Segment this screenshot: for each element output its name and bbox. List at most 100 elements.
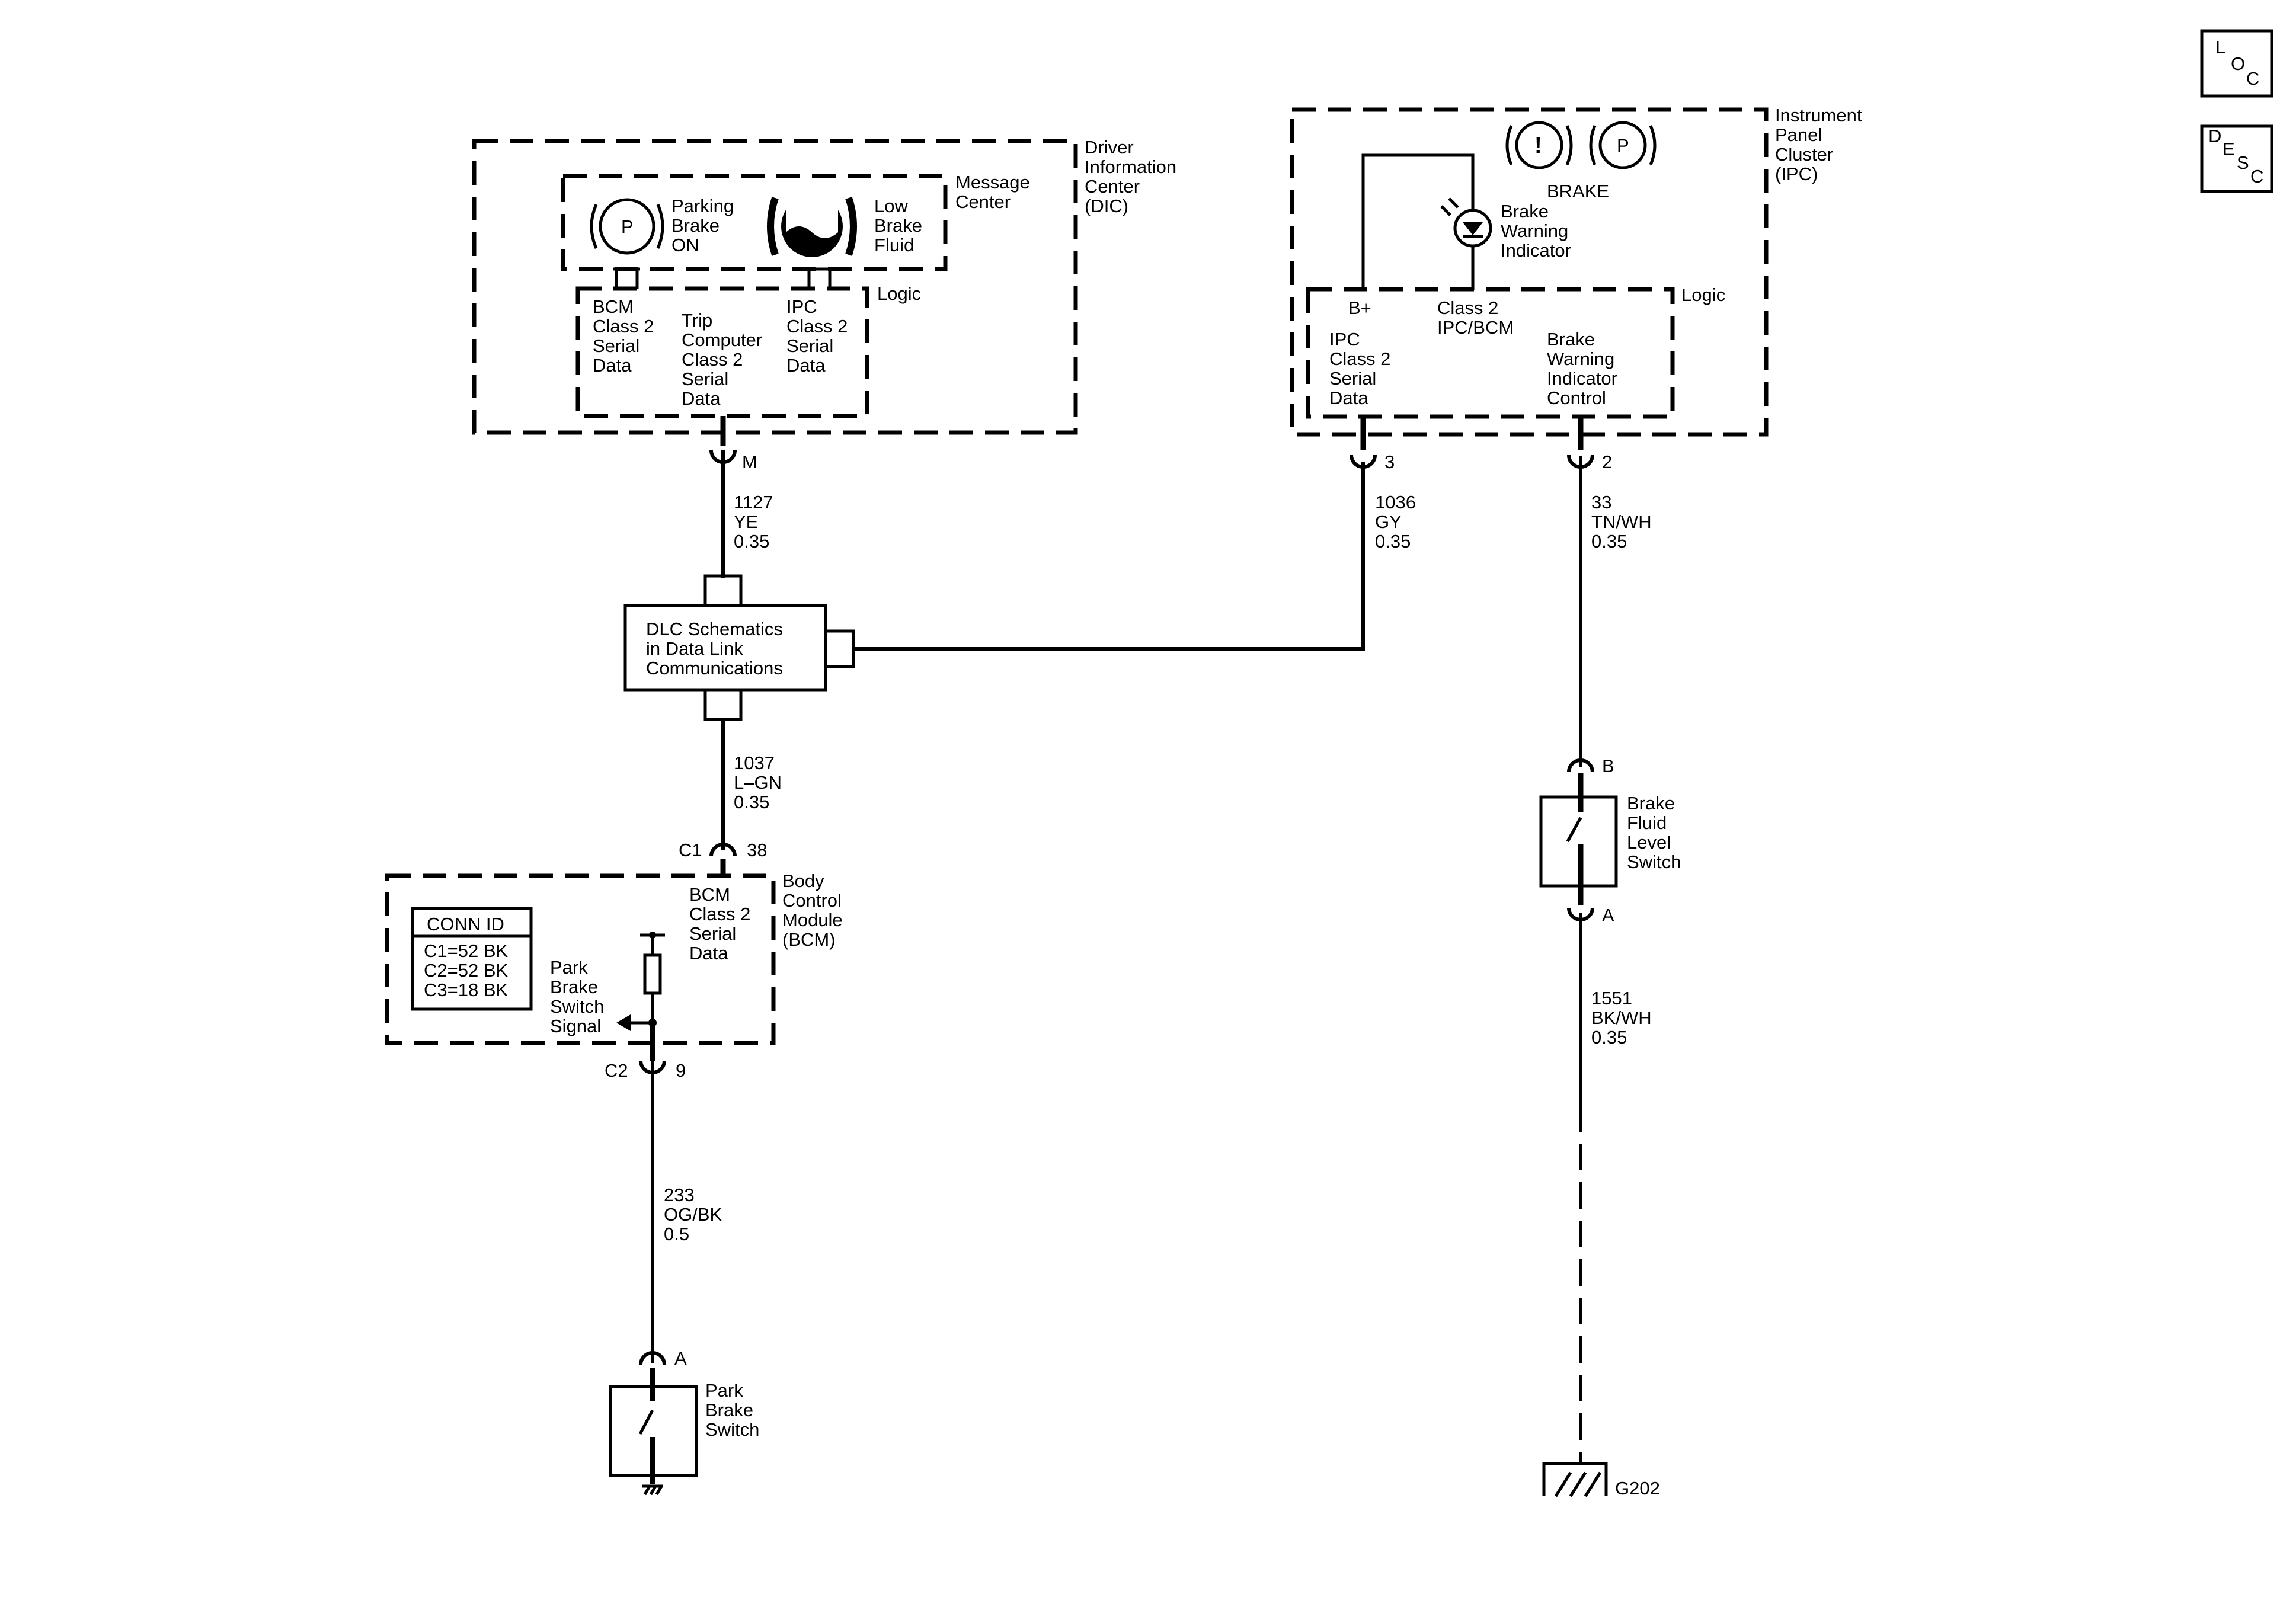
svg-text:!: ! <box>1534 133 1542 158</box>
svg-text:Data: Data <box>593 355 632 376</box>
svg-text:Instrument: Instrument <box>1775 105 1862 126</box>
svg-text:Data: Data <box>1329 388 1368 408</box>
loc-icon[interactable]: L O C <box>2200 29 2273 98</box>
wire-33-label: 33 TN/WH 0.35 <box>1591 492 1652 552</box>
svg-text:Class 2: Class 2 <box>593 316 654 337</box>
fluid-switch-pin-b-connector <box>1567 758 1594 773</box>
svg-text:Warning: Warning <box>1547 348 1614 369</box>
svg-text:(DIC): (DIC) <box>1085 196 1128 216</box>
ipc-pin2-label: 2 <box>1602 452 1612 472</box>
dic-logic-label: Logic <box>877 283 921 304</box>
dic-bcm-class2-data: BCM Class 2 Serial Data <box>593 296 654 376</box>
svg-text:Level: Level <box>1627 832 1671 853</box>
park-brake-switch-signal-label: Park Brake Switch Signal <box>550 957 604 1036</box>
dic-title: Driver Information Center (DIC) <box>1085 137 1176 216</box>
fluid-switch-pin-a-label: A <box>1602 905 1614 926</box>
park-brake-switch[interactable] <box>609 1368 698 1484</box>
desc-icon[interactable]: D E S C <box>2200 124 2273 193</box>
svg-text:Center: Center <box>1085 176 1140 197</box>
indicator-feed-wire <box>1361 153 1475 290</box>
dic-trip-computer-data: Trip Computer Class 2 Serial Data <box>682 310 762 409</box>
bcm-class2-data: BCM Class 2 Serial Data <box>689 884 750 964</box>
wire-1037-label: 1037 L–GN 0.35 <box>734 753 782 812</box>
svg-text:Brake: Brake <box>1547 329 1595 350</box>
wire-1551-label: 1551 BK/WH 0.35 <box>1591 988 1652 1048</box>
svg-text:Warning: Warning <box>1501 220 1568 241</box>
brake-fluid-level-switch[interactable] <box>1539 773 1618 905</box>
svg-text:Body: Body <box>782 870 824 891</box>
svg-text:GY: GY <box>1375 511 1402 532</box>
bcm-c2-label: C2 <box>605 1060 628 1081</box>
svg-text:Data: Data <box>689 943 728 964</box>
svg-text:Brake: Brake <box>1627 793 1675 814</box>
svg-text:(IPC): (IPC) <box>1775 164 1818 184</box>
desc-icon-letter-e: E <box>2223 139 2235 159</box>
dlc-label-line2: in Data Link <box>646 638 743 659</box>
svg-text:Data: Data <box>786 355 826 376</box>
svg-text:Switch: Switch <box>550 996 604 1017</box>
svg-text:1551: 1551 <box>1591 988 1632 1009</box>
pull-up-resistor <box>640 932 665 1027</box>
svg-text:L–GN: L–GN <box>734 772 782 793</box>
svg-text:YE: YE <box>734 511 758 532</box>
svg-text:233: 233 <box>664 1185 695 1205</box>
svg-text:Brake: Brake <box>705 1400 753 1420</box>
low-brake-fluid-icon <box>767 193 857 257</box>
svg-text:BK/WH: BK/WH <box>1591 1007 1652 1028</box>
brake-warning-indicator-lamp <box>1440 197 1492 248</box>
svg-text:Serial: Serial <box>786 335 833 356</box>
svg-text:Brake: Brake <box>874 215 922 236</box>
wire-233-label: 233 OG/BK 0.5 <box>664 1185 722 1244</box>
svg-text:Serial: Serial <box>593 335 639 356</box>
svg-text:Brake: Brake <box>550 977 598 997</box>
svg-text:IPC/BCM: IPC/BCM <box>1437 317 1514 338</box>
ipc-class2-bcm-label: Class 2 IPC/BCM <box>1437 297 1514 338</box>
svg-text:P: P <box>1617 135 1629 156</box>
svg-text:OG/BK: OG/BK <box>664 1204 722 1225</box>
bcm-c2-pin-label: 9 <box>676 1060 686 1081</box>
conn-id-row: C3=18 BK <box>424 980 509 1000</box>
ipc-module: Instrument Panel Cluster (IPC) ! P BRAKE <box>1290 105 1862 472</box>
ipc-logic-label: Logic <box>1681 284 1725 305</box>
svg-text:1036: 1036 <box>1375 492 1416 513</box>
wire-1036 <box>853 462 1365 651</box>
svg-text:Serial: Serial <box>1329 368 1376 389</box>
svg-text:P: P <box>621 216 634 237</box>
svg-text:(BCM): (BCM) <box>782 929 836 950</box>
ipc-pin3-label: 3 <box>1384 452 1395 472</box>
ipc-brake-text: BRAKE <box>1547 181 1609 201</box>
svg-text:Data: Data <box>682 388 721 409</box>
svg-text:0.35: 0.35 <box>1591 531 1627 552</box>
wire-1127-label: 1127 YE 0.35 <box>734 492 773 552</box>
svg-text:Fluid: Fluid <box>1627 812 1667 833</box>
dic-logic-box <box>575 286 869 418</box>
message-link-left <box>615 269 639 289</box>
svg-text:ON: ON <box>671 235 699 255</box>
brake-warning-indicator-label: Brake Warning Indicator <box>1501 201 1571 261</box>
message-link-right <box>806 267 833 289</box>
dic-ipc-class2-data: IPC Class 2 Serial Data <box>786 296 848 376</box>
dlc-box[interactable]: DLC Schematics in Data Link Communicatio… <box>623 604 827 692</box>
svg-text:Park: Park <box>705 1380 743 1401</box>
svg-text:Control: Control <box>782 890 842 911</box>
svg-text:1037: 1037 <box>734 753 775 773</box>
svg-text:Control: Control <box>1547 388 1606 408</box>
low-brake-fluid-label: Low Brake Fluid <box>874 196 922 255</box>
parking-brake-icon: P <box>590 198 664 255</box>
svg-text:Message: Message <box>955 172 1030 193</box>
svg-text:Information: Information <box>1085 156 1176 177</box>
svg-text:Indicator: Indicator <box>1501 240 1571 261</box>
ipc-title: Instrument Panel Cluster (IPC) <box>1775 105 1862 184</box>
desc-icon-letter-d: D <box>2208 126 2221 146</box>
brake-warning-exclaim-icon: ! <box>1505 121 1573 169</box>
parking-brake-on-label: Parking Brake ON <box>671 196 734 255</box>
ipc-pin3-connector <box>1350 454 1377 469</box>
loc-icon-letter-l: L <box>2215 37 2225 57</box>
svg-text:0.35: 0.35 <box>1375 531 1411 552</box>
ipc-class2-data-label: IPC Class 2 Serial Data <box>1329 329 1390 408</box>
conn-id-header: CONN ID <box>427 914 504 934</box>
svg-text:Low: Low <box>874 196 908 216</box>
bcm-c1-label: C1 <box>679 840 702 860</box>
park-switch-pin-label: A <box>674 1348 687 1369</box>
